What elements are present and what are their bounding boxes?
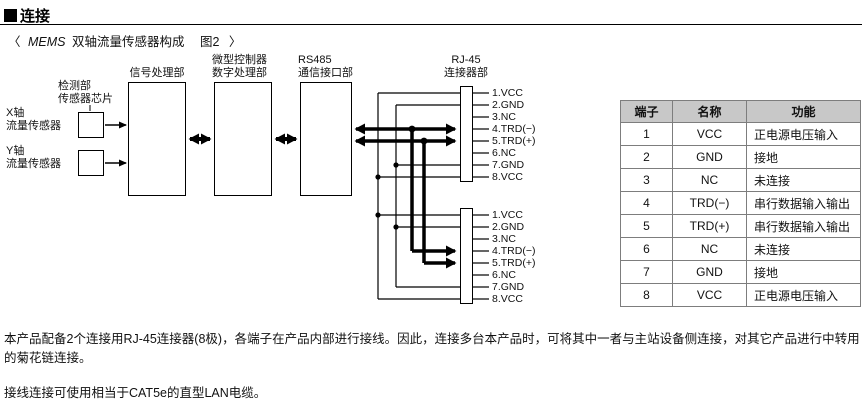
cell-terminal: 6 — [620, 237, 673, 261]
label-line: 流量传感器 — [6, 120, 61, 132]
label-line: 微型控制器 — [212, 54, 267, 66]
connector1-pin-label: 5.TRD(+) — [492, 135, 536, 147]
cell-name: GND — [672, 260, 747, 284]
caption-text: 双轴流量传感器构成 — [71, 35, 185, 49]
cell-function: 未连接 — [746, 237, 861, 261]
table-row: 5 TRD(+) 串行数据输入输出 — [620, 214, 861, 238]
y-sensor-box — [78, 150, 104, 176]
connector1-pin-label: 8.VCC — [492, 171, 523, 183]
col-header-name: 名称 — [672, 100, 747, 123]
connector2-pin-label: 4.TRD(−) — [492, 245, 536, 257]
pin-stub-lines — [473, 92, 489, 300]
signal-processing-box — [128, 82, 186, 196]
terminal-function-table: 端子 名称 功能 1 VCC 正电源电压输入 2 GND 接地 3 NC 未连接 — [620, 100, 861, 307]
connector2-pin-label: 8.VCC — [492, 293, 523, 305]
cell-function: 串行数据输入输出 — [746, 214, 861, 238]
table-row: 3 NC 未连接 — [620, 168, 861, 192]
cell-terminal: 5 — [620, 214, 673, 238]
label-line: Y轴 — [6, 145, 25, 157]
mcu-label: 微型控制器 数字处理部 — [212, 54, 267, 80]
label-line: 数字处理部 — [212, 67, 267, 79]
rj45-connector-2 — [460, 208, 473, 304]
cell-name: NC — [672, 237, 747, 261]
cell-function: 接地 — [746, 145, 861, 169]
col-header-terminal: 端子 — [620, 100, 673, 123]
cell-name: TRD(−) — [672, 191, 747, 215]
section-bullet-icon — [4, 9, 17, 22]
connector2-pin-label: 5.TRD(+) — [492, 257, 536, 269]
label-line: RJ-45 — [451, 54, 481, 66]
junction-dots — [375, 125, 428, 230]
label-line: RS485 — [298, 54, 332, 66]
cell-name: NC — [672, 168, 747, 192]
rs485-box — [300, 82, 352, 196]
cell-name: TRD(+) — [672, 214, 747, 238]
cell-terminal: 3 — [620, 168, 673, 192]
table-row: 4 TRD(−) 串行数据输入输出 — [620, 191, 861, 215]
connector2-pin-label: 3.NC — [492, 233, 516, 245]
label-line: 传感器芯片 — [58, 93, 113, 105]
label-line: 检测部 — [58, 80, 91, 92]
signal-box-label: 信号处理部 — [129, 67, 185, 79]
vcc-gnd-bus-lines — [377, 92, 460, 300]
caption-figure-number: 图2 — [199, 35, 220, 49]
x-sensor-label: X轴 流量传感器 — [6, 107, 61, 133]
cell-name: VCC — [672, 122, 747, 146]
table-row: 8 VCC 正电源电压输入 — [620, 283, 861, 307]
table-header-row: 端子 名称 功能 — [620, 100, 861, 123]
rj45-label: RJ-45 连接器部 — [434, 54, 498, 80]
cell-terminal: 7 — [620, 260, 673, 284]
label-line: 通信接口部 — [298, 67, 353, 79]
caption-close-bracket: 〉 — [228, 35, 242, 49]
caption-model: MEMS — [28, 35, 66, 49]
table-row: 1 VCC 正电源电压输入 — [620, 122, 861, 146]
table-row: 7 GND 接地 — [620, 260, 861, 284]
col-header-function: 功能 — [746, 100, 861, 123]
connector1-pin-label: 7.GND — [492, 159, 525, 171]
label-line: 连接器部 — [444, 67, 488, 79]
y-sensor-label: Y轴 流量传感器 — [6, 145, 61, 171]
cell-function: 正电源电压输入 — [746, 283, 861, 307]
connector1-pin-label: 6.NC — [492, 147, 516, 159]
table-row: 6 NC 未连接 — [620, 237, 861, 261]
section-title: 连接 — [20, 8, 51, 25]
connector2-pin-label: 1.VCC — [492, 209, 523, 221]
signal-flow-arrows — [89, 105, 298, 167]
cell-terminal: 8 — [620, 283, 673, 307]
connector1-pin-label: 1.VCC — [492, 87, 523, 99]
cell-name: GND — [672, 145, 747, 169]
x-sensor-box — [78, 112, 104, 138]
caption-open-bracket: 〈 — [8, 35, 21, 49]
detector-label: 检测部 传感器芯片 — [58, 80, 113, 106]
header-rule — [0, 24, 862, 25]
label-line: 流量传感器 — [6, 158, 61, 170]
cell-name: VCC — [672, 283, 747, 307]
trd-signal-lines — [354, 123, 457, 269]
cell-function: 接地 — [746, 260, 861, 284]
cell-terminal: 2 — [620, 145, 673, 169]
cell-function: 未连接 — [746, 168, 861, 192]
label-line: X轴 — [6, 107, 25, 119]
mcu-box — [214, 82, 272, 196]
connector1-pin-label: 2.GND — [492, 99, 525, 111]
connector1-pin-label: 3.NC — [492, 111, 516, 123]
cell-terminal: 4 — [620, 191, 673, 215]
connector2-pin-label: 7.GND — [492, 281, 525, 293]
section-header: 连接 — [4, 5, 50, 26]
cell-function: 正电源电压输入 — [746, 122, 861, 146]
cell-terminal: 1 — [620, 122, 673, 146]
connector2-pin-label: 2.GND — [492, 221, 525, 233]
rs485-label: RS485 通信接口部 — [298, 54, 353, 80]
note-paragraph-1: 本产品配备2个连接用RJ-45连接器(8极)，各端子在产品内部进行接线。因此，连… — [4, 332, 860, 366]
table-row: 2 GND 接地 — [620, 145, 861, 169]
note-paragraph-2: 接线连接可使用相当于CAT5e的直型LAN电缆。 — [4, 386, 267, 400]
connector2-pin-label: 6.NC — [492, 269, 516, 281]
cell-function: 串行数据输入输出 — [746, 191, 861, 215]
rj45-connector-1 — [460, 86, 473, 182]
figure-caption: 〈 MEMS 双轴流量传感器构成 图2 〉 — [8, 31, 241, 50]
connector1-pin-label: 4.TRD(−) — [492, 123, 536, 135]
